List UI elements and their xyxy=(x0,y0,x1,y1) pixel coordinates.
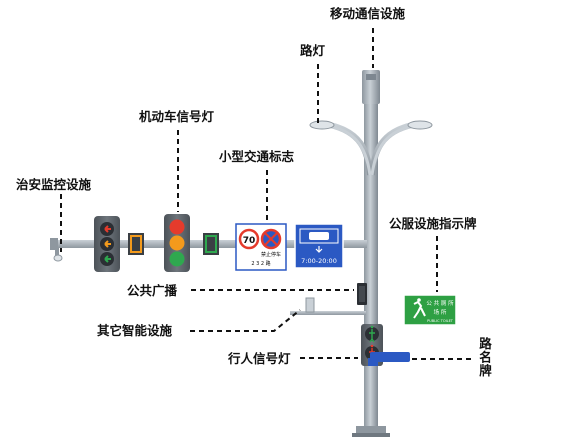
label-public-service-sign: 公服设施指示牌 xyxy=(389,216,477,231)
security-camera xyxy=(53,248,63,262)
leader-other-smart xyxy=(190,309,301,332)
label-small-sign: 小型交通标志 xyxy=(219,149,295,164)
countdown-timer-green xyxy=(203,233,219,255)
no-parking-caption: 禁止停车 xyxy=(261,251,281,258)
road-name-plate xyxy=(368,352,410,366)
smart-device-bracket xyxy=(290,297,366,315)
toilet-sign-sub: PUBLIC TOILET xyxy=(427,319,454,323)
street-light-arms xyxy=(317,122,425,176)
speed-limit-text: 70 xyxy=(243,236,256,246)
time-window-text: 7:00-20:00 xyxy=(301,257,337,265)
label-mobile-comm: 移动通信设施 xyxy=(330,6,406,21)
leader-lines xyxy=(60,28,474,360)
label-vehicle-signal: 机动车信号灯 xyxy=(139,109,215,124)
label-street-light: 路灯 xyxy=(300,43,326,58)
no-parking-sub: 2 3 2 路 xyxy=(251,260,270,267)
public-speaker xyxy=(357,283,367,305)
countdown-timer-amber xyxy=(128,233,144,255)
street-light-lamp-right xyxy=(407,120,433,130)
vehicle-signal-light xyxy=(164,214,190,272)
toilet-sign-line1: 公 共 厕 所 xyxy=(426,299,454,307)
arrow-signal-light xyxy=(94,216,120,272)
label-other-smart: 其它智能设施 xyxy=(97,323,173,338)
blue-time-sign xyxy=(294,223,344,269)
small-traffic-sign xyxy=(235,223,287,271)
street-light-lamp-left xyxy=(309,120,335,130)
public-toilet-sign xyxy=(403,294,457,326)
label-pedestrian-signal: 行人信号灯 xyxy=(228,351,291,366)
label-road-name-sign: 路名牌 xyxy=(477,337,492,378)
mobile-antenna xyxy=(362,70,380,104)
label-public-broadcast: 公共广播 xyxy=(127,283,178,298)
toilet-sign-line2: 场 所 xyxy=(434,308,447,316)
label-security-monitor: 治安监控设施 xyxy=(16,177,92,192)
